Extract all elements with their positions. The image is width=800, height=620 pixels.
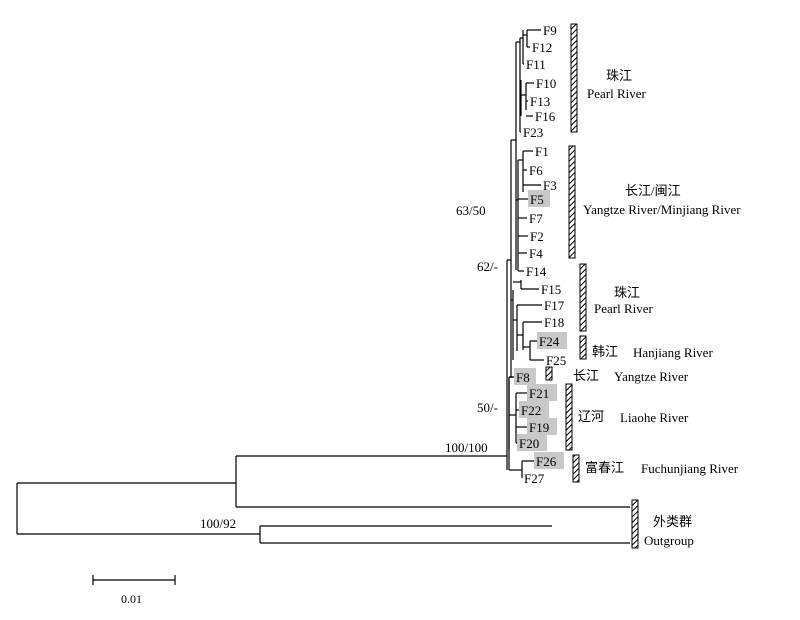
taxon-label-f10: F10	[536, 76, 556, 91]
support-value-50: 50/-	[477, 400, 498, 415]
taxon-label-f25: F25	[546, 353, 566, 368]
taxon-highlight	[527, 384, 557, 401]
taxon-label-f27: F27	[524, 471, 545, 486]
clade-label-pearl-river-2-en: Pearl River	[594, 301, 654, 316]
clade-label-yangtze-minjiang-cn: 长江/闽江	[625, 183, 681, 198]
taxon-label-f16: F16	[535, 109, 556, 124]
taxon-label-f18: F18	[544, 315, 564, 330]
taxon-label-f24: F24	[539, 334, 560, 349]
taxon-highlight	[537, 332, 567, 349]
taxon-label-f21: F21	[529, 386, 549, 401]
clade-bar-fuchunjiang	[572, 454, 580, 483]
clade-label-hanjiang-en: Hanjiang River	[633, 345, 713, 360]
taxon-highlight	[534, 452, 564, 469]
clade-bar-outgroup	[631, 499, 639, 549]
scale-bar-label: 0.01	[121, 592, 142, 606]
clade-label-outgroup-cn: 外类群	[653, 514, 692, 529]
support-value-100-100: 100/100	[445, 440, 488, 455]
support-value-62: 62/-	[477, 259, 498, 274]
taxon-label-f26: F26	[536, 454, 557, 469]
taxon-label-f8: F8	[516, 370, 530, 385]
taxon-label-f13: F13	[530, 94, 550, 109]
taxon-label-f7: F7	[529, 211, 543, 226]
clade-bar-hanjiang	[579, 335, 587, 360]
clade-bar-yangtze-minjiang	[568, 145, 576, 259]
taxon-highlight	[514, 368, 536, 385]
clade-label-yangtze-minjiang-en: Yangtze River/Minjiang River	[583, 202, 741, 217]
clade-bar-pearl-river-2	[579, 263, 587, 332]
taxon-highlight	[517, 434, 547, 451]
taxon-label-f17: F17	[544, 298, 565, 313]
clade-label-liaohe-en: Liaohe River	[620, 410, 689, 425]
clade-label-pearl-river-1-en: Pearl River	[587, 86, 647, 101]
clade-label-fuchunjiang-en: Fuchunjiang River	[641, 461, 739, 476]
taxon-labels: F9F12F11F10F13F16F23F1F6F3F5F7F2F4F14F15…	[516, 23, 566, 486]
taxon-label-f2: F2	[530, 229, 544, 244]
taxon-label-f1: F1	[535, 144, 549, 159]
taxon-highlight	[528, 190, 550, 207]
taxon-highlight	[527, 418, 557, 435]
taxon-highlights	[514, 190, 567, 469]
clade-bar-pearl-river-1	[570, 23, 578, 133]
clade-label-pearl-river-1-cn: 珠江	[606, 68, 632, 83]
taxon-label-f9: F9	[543, 23, 557, 38]
taxon-label-f4: F4	[529, 246, 543, 261]
clade-label-pearl-river-2-cn: 珠江	[614, 285, 640, 300]
tree-branches	[16, 29, 630, 544]
clade-bars	[545, 23, 639, 549]
taxon-label-f15: F15	[541, 282, 561, 297]
taxon-label-f6: F6	[529, 163, 543, 178]
taxon-label-f3: F3	[543, 178, 557, 193]
clade-label-yangtze-en: Yangtze River	[614, 369, 689, 384]
taxon-label-f11: F11	[526, 57, 546, 72]
clade-label-liaohe-cn: 辽河	[578, 409, 604, 424]
clade-label-outgroup-en: Outgroup	[644, 533, 694, 548]
taxon-label-f12: F12	[532, 40, 552, 55]
clade-label-fuchunjiang-cn: 富春江	[585, 460, 624, 475]
taxon-label-f5: F5	[530, 192, 544, 207]
clade-bar-yangtze	[545, 366, 553, 381]
taxon-label-f22: F22	[521, 403, 541, 418]
taxon-label-f19: F19	[529, 420, 549, 435]
clade-bar-liaohe	[565, 383, 573, 451]
support-value-100-92: 100/92	[200, 516, 236, 531]
taxon-highlight	[519, 401, 549, 418]
taxon-label-f20: F20	[519, 436, 539, 451]
scale-bar	[92, 575, 176, 585]
clade-label-yangtze-cn: 长江	[573, 368, 599, 383]
support-value-63-50: 63/50	[456, 203, 486, 218]
taxon-label-f23: F23	[523, 125, 543, 140]
taxon-label-f14: F14	[526, 264, 547, 279]
clade-label-hanjiang-cn: 韩江	[592, 344, 618, 359]
